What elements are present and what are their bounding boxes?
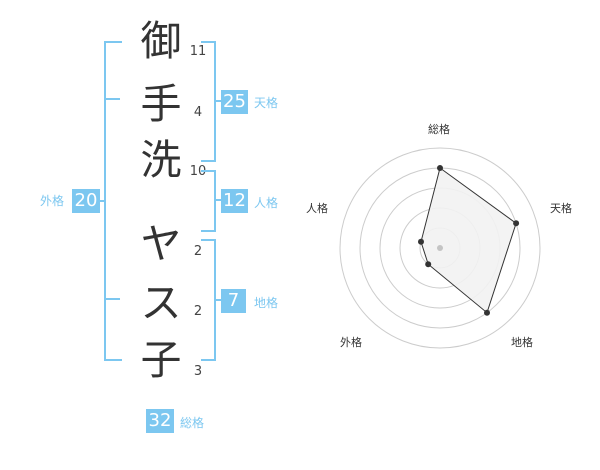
radar-point-4 xyxy=(425,261,432,268)
name-char-2: 手 xyxy=(140,80,182,128)
radar-label-soukaku: 総格 xyxy=(428,123,450,136)
jinkaku-connector xyxy=(214,199,222,201)
radar-label-jinkaku: 人格 xyxy=(306,202,328,215)
tenkaku-badge: 25 xyxy=(221,90,248,114)
name-char-4: ヤ xyxy=(140,220,182,268)
radar-point-1 xyxy=(437,165,443,171)
chikaku-label: 地格 xyxy=(254,296,279,310)
stroke-count-3: 10 xyxy=(189,164,207,179)
gaikaku-tick-2 xyxy=(104,298,120,300)
gaikaku-tick-1 xyxy=(104,98,120,100)
radar-point-2 xyxy=(513,220,520,227)
tenkaku-connector xyxy=(214,100,222,102)
jinkaku-label: 人格 xyxy=(254,196,279,210)
tenkaku-label: 天格 xyxy=(254,96,279,110)
stroke-count-6: 3 xyxy=(193,364,203,379)
radar-data-polygon xyxy=(420,167,517,314)
gaikaku-connector xyxy=(96,200,104,202)
radar-point-5 xyxy=(418,238,424,245)
stroke-count-4: 2 xyxy=(193,244,203,259)
jinkaku-badge: 12 xyxy=(221,189,248,213)
radar-center-dot xyxy=(437,245,443,251)
radar-label-chikaku: 地格 xyxy=(511,336,533,349)
name-char-1: 御 xyxy=(140,17,182,65)
radar-label-tenkaku: 天格 xyxy=(550,202,572,215)
gaikaku-bracket xyxy=(104,41,122,361)
soukaku-label: 総格 xyxy=(180,416,205,430)
chikaku-badge: 7 xyxy=(221,289,246,313)
gaikaku-label: 外格 xyxy=(40,194,65,208)
chikaku-connector xyxy=(214,299,222,301)
name-char-3: 洗 xyxy=(140,136,182,184)
radar-ring xyxy=(339,147,541,349)
jinkaku-bracket xyxy=(201,170,216,232)
radar-label-gaikaku: 外格 xyxy=(340,336,362,349)
name-char-5: ス xyxy=(140,279,182,327)
radar-point-3 xyxy=(484,309,490,316)
name-char-6: 子 xyxy=(140,336,182,384)
stroke-count-2: 4 xyxy=(193,105,203,120)
gaikaku-badge: 20 xyxy=(72,189,100,213)
radar-points xyxy=(418,165,520,316)
stroke-count-5: 2 xyxy=(193,304,203,319)
soukaku-badge: 32 xyxy=(146,409,174,433)
stroke-count-1: 11 xyxy=(189,44,207,59)
